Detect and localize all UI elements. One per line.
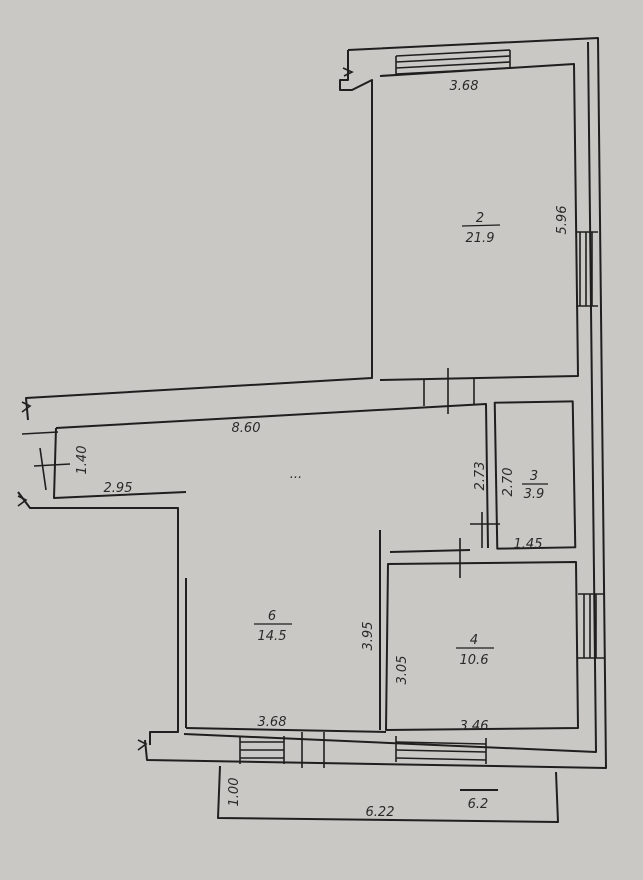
- door-room3: [470, 512, 500, 548]
- room-2-label: 2 21.9: [461, 211, 501, 246]
- dim-room3-width: 1.45: [514, 537, 543, 552]
- dim-room6-width: 3.68: [258, 715, 287, 730]
- room-6-number: 6: [268, 609, 276, 624]
- dim-room4-depth: 3.05: [395, 656, 410, 685]
- dim-room3-depth: 2.70: [501, 468, 516, 497]
- dim-room2-width: 3.68: [450, 79, 479, 94]
- door-entry: [21, 431, 71, 491]
- room-6-area: 14.5: [258, 629, 287, 644]
- room-2-number: 2: [476, 211, 484, 226]
- break-marks: [17, 67, 354, 751]
- window-room2-right: [576, 231, 598, 307]
- room-2-area: 21.9: [466, 231, 495, 246]
- room-4-number: 4: [470, 633, 478, 648]
- balcony-area: 6.2: [468, 797, 489, 812]
- room-4-label: 4 10.6: [456, 633, 494, 668]
- dim-entry-depth: 1.40: [75, 446, 90, 475]
- room-6-label: 6 14.5: [254, 609, 292, 644]
- dimension-labels: 3.68 5.96 8.60 1.40 2.95 2.73 2.70 1.45 …: [75, 79, 570, 820]
- walls: [17, 37, 607, 823]
- room3-walls: [493, 400, 577, 550]
- room-4-area: 10.6: [460, 653, 489, 668]
- outer-wall: [17, 37, 607, 769]
- balcony: [217, 765, 559, 823]
- room-3-area: 3.9: [524, 487, 545, 502]
- left-entry-wall: [53, 427, 187, 499]
- dim-balcony-depth: 1.00: [227, 778, 242, 807]
- balcony-door: [301, 732, 325, 768]
- room-3-number: 3: [530, 469, 538, 484]
- windows: [17, 49, 604, 768]
- dim-balcony-width: 6.22: [366, 805, 395, 820]
- window-room6-bottom: [239, 736, 285, 764]
- door-room2: [423, 368, 475, 414]
- dim-room6-depth: 3.95: [361, 622, 376, 651]
- hall-top-wall: [55, 403, 489, 549]
- bottom-wall: [185, 727, 387, 733]
- room4-door-wall: [389, 549, 471, 553]
- window-room4-right: [578, 593, 604, 659]
- dim-hall-length: 8.60: [232, 421, 261, 436]
- window-room2-top: [395, 49, 511, 75]
- room4-walls: [385, 561, 579, 731]
- room-3-label: 3 3.9: [522, 469, 548, 502]
- dim-room2-length: 5.96: [555, 206, 570, 235]
- right-wall-inner: [183, 41, 597, 753]
- center-mark: ...: [290, 467, 302, 482]
- dim-entry-width: 2.95: [104, 481, 133, 496]
- window-room4-bottom: [395, 736, 487, 764]
- dim-room4-width: 3.46: [460, 719, 489, 734]
- dim-corridor-depth: 2.73: [473, 462, 488, 491]
